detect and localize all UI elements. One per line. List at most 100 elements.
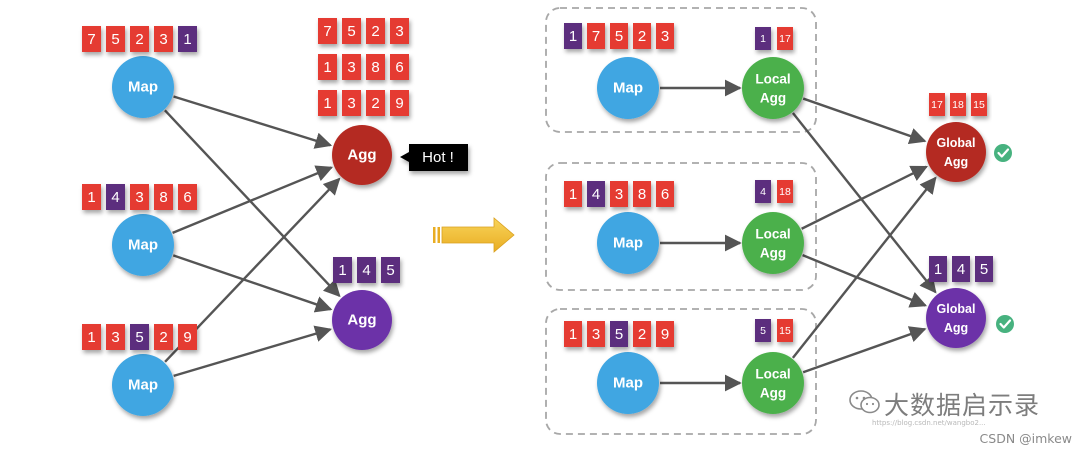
key-label: 3	[111, 329, 119, 346]
key-chip: 1	[318, 54, 337, 80]
key-label: 6	[183, 189, 191, 206]
wechat-icon	[849, 390, 880, 414]
key-label: 1	[87, 329, 95, 346]
key-label: 3	[661, 28, 669, 45]
check-circle-icon	[996, 315, 1014, 333]
key-chip: 3	[610, 181, 628, 207]
local-agg-node-label: Agg	[760, 91, 786, 106]
key-chip: 1	[564, 181, 582, 207]
key-label: 18	[779, 186, 791, 198]
key-chip: 5	[975, 256, 993, 282]
watermark-brand: 大数据启示录	[884, 391, 1041, 420]
key-label: 5	[980, 261, 988, 278]
flow-arrow	[173, 325, 332, 378]
agg-node-label: Agg	[347, 312, 376, 329]
key-label: 4	[111, 189, 119, 206]
key-label: 8	[371, 59, 379, 76]
map-node: Map	[597, 352, 659, 414]
key-chip: 3	[130, 184, 149, 210]
local-agg-node-label: Agg	[760, 386, 786, 401]
key-label: 6	[395, 59, 403, 76]
hot-callout: Hot !	[400, 144, 468, 171]
map-node-label: Map	[613, 375, 643, 392]
key-chip: 7	[587, 23, 605, 49]
key-label: 1	[338, 262, 346, 279]
key-chip: 6	[390, 54, 409, 80]
key-label: 1	[323, 59, 331, 76]
key-chip: 17	[777, 27, 793, 50]
key-label: 5	[760, 325, 766, 337]
key-chip: 3	[587, 321, 605, 347]
flow-arrow	[801, 165, 928, 230]
key-label: 18	[952, 99, 964, 111]
key-chip: 5	[381, 257, 400, 283]
key-chip: 9	[390, 90, 409, 116]
local-agg-node-label: Local	[755, 72, 790, 87]
key-label: 3	[615, 186, 623, 203]
key-chip: 3	[342, 90, 361, 116]
key-label: 9	[183, 329, 191, 346]
key-label: 3	[135, 189, 143, 206]
flow-arrow	[173, 95, 333, 149]
key-label: 3	[592, 326, 600, 343]
map-node: Map	[112, 56, 174, 118]
agg-node-label: Agg	[347, 147, 376, 164]
key-chip: 2	[633, 321, 651, 347]
key-label: 17	[931, 99, 943, 111]
key-chip: 6	[178, 184, 197, 210]
key-label: 1	[569, 326, 577, 343]
key-label: 4	[957, 261, 965, 278]
flow-arrow	[172, 254, 333, 313]
key-chip: 1	[82, 184, 101, 210]
map-node-label: Map	[613, 235, 643, 252]
key-chip: 8	[633, 181, 651, 207]
watermark-csdn: CSDN @imkew	[979, 431, 1072, 446]
flow-arrow	[802, 97, 927, 145]
global-agg-node-label: Global	[937, 302, 976, 316]
map-node: Map	[597, 212, 659, 274]
machine-group-box	[545, 162, 817, 291]
local-agg-node-label: Local	[755, 367, 790, 382]
key-chip: 5	[610, 23, 628, 49]
agg-node: Agg	[332, 125, 392, 185]
global-agg-node-label: Global	[937, 136, 976, 150]
key-label: 7	[323, 23, 331, 40]
key-label: 3	[347, 95, 355, 112]
hot-label: Hot !	[422, 149, 454, 166]
key-label: 2	[159, 329, 167, 346]
key-chip: 1	[755, 27, 771, 50]
key-label: 1	[87, 189, 95, 206]
key-chip: 7	[318, 18, 337, 44]
check-circle-icon	[994, 144, 1012, 162]
key-label: 15	[779, 325, 791, 337]
key-chip: 4	[357, 257, 376, 283]
key-chip: 5	[106, 26, 125, 52]
key-label: 9	[661, 326, 669, 343]
key-label: 15	[973, 99, 985, 111]
key-label: 3	[347, 59, 355, 76]
global-agg-node-label: Agg	[944, 155, 968, 169]
key-label: 2	[638, 326, 646, 343]
key-chip: 1	[318, 90, 337, 116]
key-chip: 4	[106, 184, 125, 210]
key-chip: 1	[564, 23, 582, 49]
flow-arrow	[802, 254, 928, 308]
key-chip: 4	[587, 181, 605, 207]
key-chip: 7	[82, 26, 101, 52]
key-label: 2	[371, 95, 379, 112]
key-label: 17	[779, 33, 791, 45]
key-chip: 2	[366, 18, 385, 44]
map-node-label: Map	[128, 377, 158, 394]
key-chip: 2	[633, 23, 651, 49]
key-chip: 5	[610, 321, 628, 347]
watermark-url: https://blog.csdn.net/wangbo2...	[872, 419, 986, 427]
key-chip: 3	[106, 324, 125, 350]
key-chip: 8	[366, 54, 385, 80]
key-label: 1	[569, 28, 577, 45]
machine-group-box	[545, 7, 817, 133]
key-chip: 2	[130, 26, 149, 52]
key-chip: 2	[366, 90, 385, 116]
key-chip: 5	[755, 319, 771, 342]
